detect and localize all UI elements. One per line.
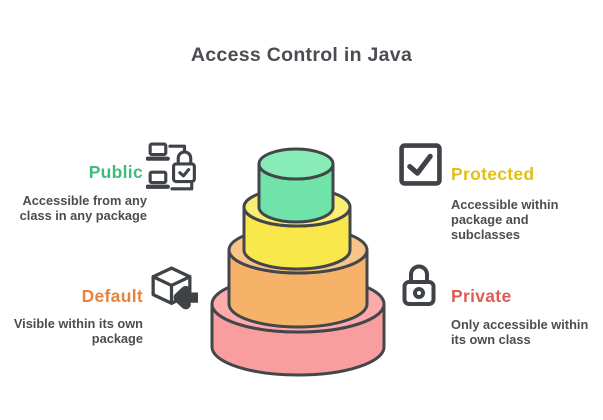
cake-tiers — [210, 147, 386, 377]
private-description: Only accessible within its own class — [451, 317, 589, 348]
public-description: Accessible from any class in any package — [19, 193, 147, 224]
package-import-icon — [151, 266, 198, 310]
public-label: Public — [88, 162, 143, 182]
secure-network-icon — [146, 142, 196, 191]
lock-icon — [402, 264, 436, 306]
tier-public-top — [257, 147, 335, 181]
default-label: Default — [81, 286, 143, 306]
default-description: Visible within its own package — [13, 316, 143, 347]
private-label: Private — [451, 286, 512, 306]
checkbox-icon — [399, 143, 442, 186]
protected-description: Accessible within package and subclasses — [451, 197, 559, 243]
layer-cake-diagram — [210, 147, 386, 377]
protected-label: Protected — [451, 164, 535, 184]
page-title: Access Control in Java — [190, 44, 413, 66]
